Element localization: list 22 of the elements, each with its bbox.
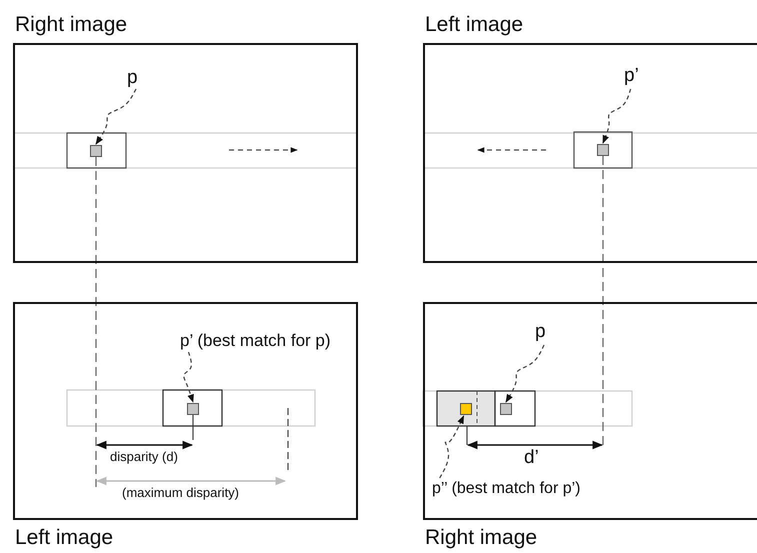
dimension-label: d’ bbox=[524, 447, 539, 468]
leader-arrow bbox=[183, 352, 194, 403]
image-heading: Right image bbox=[425, 526, 538, 550]
leader-arrow bbox=[602, 88, 632, 144]
dimension-label: disparity (d) bbox=[110, 449, 178, 464]
image-heading: Left image bbox=[425, 13, 524, 37]
leader-arrow bbox=[439, 415, 464, 478]
pixel-square bbox=[500, 403, 512, 415]
leader-arrow bbox=[96, 88, 137, 145]
point-label: p’ (best match for p) bbox=[180, 331, 331, 351]
pixel-square bbox=[187, 403, 199, 415]
pixel-square bbox=[597, 144, 609, 156]
point-label: p bbox=[535, 322, 546, 342]
dimension-label: (maximum disparity) bbox=[122, 485, 240, 500]
pixel-square bbox=[90, 145, 102, 157]
image-heading: Left image bbox=[15, 526, 114, 550]
leader-arrow bbox=[505, 344, 545, 403]
pixel-square bbox=[460, 403, 472, 415]
point-label: p bbox=[127, 68, 138, 88]
point-label: p’ bbox=[624, 66, 639, 86]
point-label: p’’ (best match for p’) bbox=[432, 479, 580, 499]
image-heading: Right image bbox=[15, 13, 128, 37]
